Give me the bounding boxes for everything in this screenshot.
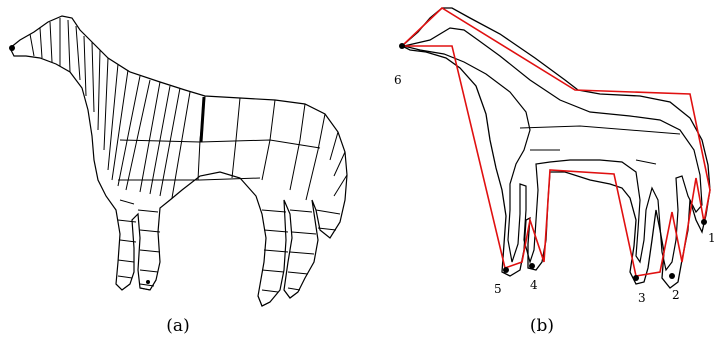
hull-polyline bbox=[402, 8, 710, 276]
panel-b: 1 2 3 4 5 6 (b) bbox=[360, 0, 715, 347]
muzzle-point bbox=[9, 45, 15, 51]
horse-outline-outer bbox=[402, 8, 710, 288]
horse-segmented-figure bbox=[0, 0, 360, 347]
vertex-label-4: 4 bbox=[530, 278, 538, 292]
caption-b: (b) bbox=[530, 316, 554, 336]
segment-lines bbox=[30, 18, 347, 306]
panel-a: (a) bbox=[0, 0, 360, 347]
horse-outline-inner bbox=[404, 28, 702, 270]
caption-a: (a) bbox=[166, 316, 189, 336]
hoof-point bbox=[146, 280, 150, 284]
vertex-label-5: 5 bbox=[494, 282, 502, 296]
vertex-label-2: 2 bbox=[672, 288, 680, 302]
horse-hull-figure: 1 2 3 4 5 6 bbox=[360, 0, 715, 347]
vertex-label-6: 6 bbox=[394, 73, 402, 87]
vertex-label-3: 3 bbox=[638, 291, 646, 305]
vertex-label-1: 1 bbox=[708, 231, 715, 245]
inner-spine bbox=[520, 126, 680, 164]
